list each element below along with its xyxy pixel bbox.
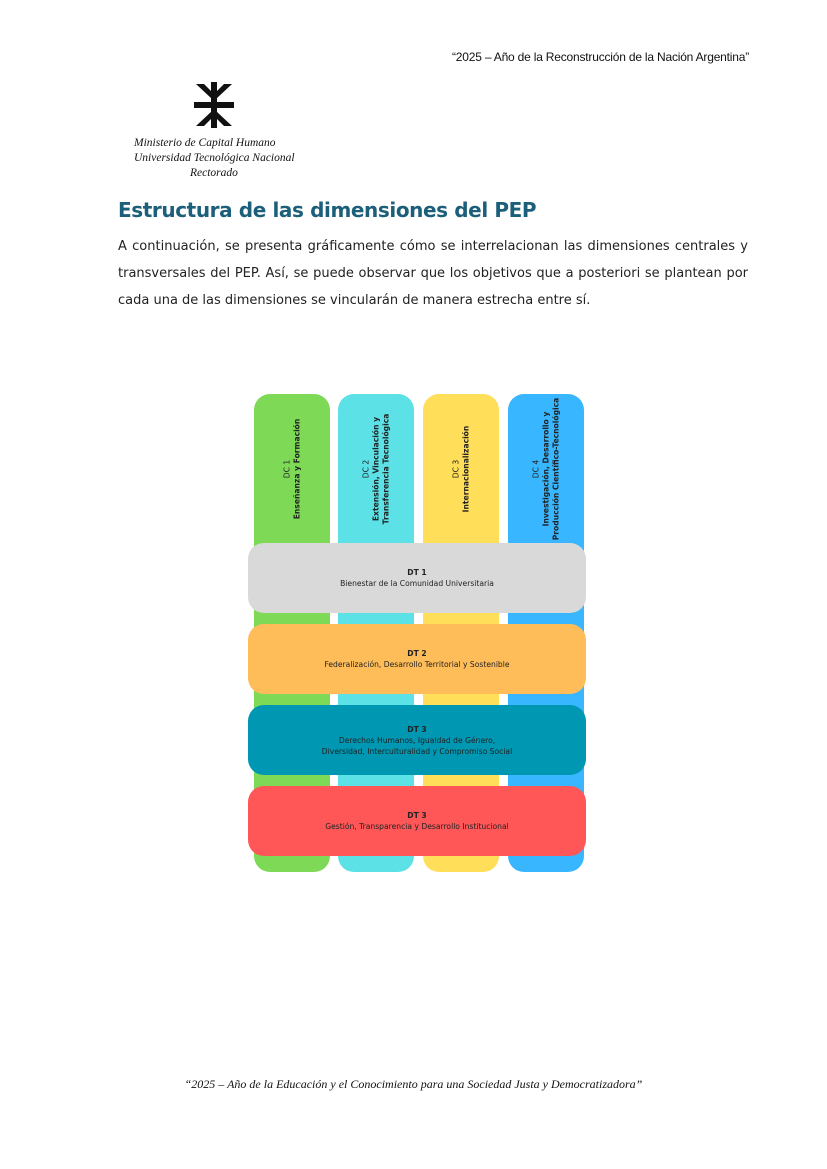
column-title-line2: Producción Científico-Tecnológica	[551, 397, 560, 541]
header-motto: “2025 – Año de la Reconstrucción de la N…	[452, 50, 749, 64]
column-title-line2: Transferencia Tecnológica	[381, 413, 391, 525]
column-code: DC 3	[451, 459, 460, 479]
column-title-line1: Extensión, Vinculación y	[371, 416, 381, 522]
column-title-line1: Enseñanza y Formación	[292, 418, 301, 520]
column-code: DC 4	[531, 459, 540, 479]
band-title-line1: Gestión, Transparencia y Desarrollo Inst…	[325, 822, 509, 831]
column-title-line1: Internacionalización	[461, 425, 470, 513]
band-title-line1: Federalización, Desarrollo Territorial y…	[324, 660, 510, 669]
transversal-band-4: DT 3 Gestión, Transparencia y Desarrollo …	[248, 786, 586, 856]
institution-ministry: Ministerio de Capital Humano	[134, 137, 276, 149]
utn-logo-icon	[194, 82, 234, 128]
institution-office: Rectorado	[190, 167, 238, 179]
institution-university: Universidad Tecnológica Nacional	[134, 152, 295, 164]
column-code: DC 2	[361, 459, 371, 479]
band-title-line2: Diversidad, Interculturalidad y Compromi…	[321, 746, 513, 756]
band-code: DT 1	[407, 568, 427, 577]
column-code: DC 1	[282, 459, 291, 479]
band-title-line1: Derechos Humanos, Igualdad de Género,	[338, 735, 496, 745]
column-title-line1: Investigación, Desarrollo y	[541, 411, 550, 527]
section-title: Estructura de las dimensiones del PEP	[118, 198, 537, 222]
transversal-band-1: DT 1 Bienestar de la Comunidad Universita…	[248, 543, 586, 613]
band-code: DT 2	[407, 649, 427, 658]
footer-motto: “2025 – Año de la Educación y el Conocim…	[184, 1077, 643, 1091]
section-intro: A continuación, se presenta gráficamente…	[118, 239, 748, 308]
band-code: DT 3	[407, 724, 427, 734]
band-code: DT 3	[407, 811, 427, 820]
institution-block: Ministerio de Capital Humano Universidad…	[120, 136, 320, 181]
band-title-line1: Bienestar de la Comunidad Universitaria	[340, 579, 494, 588]
transversal-band-2: DT 2 Federalización, Desarrollo Territori…	[248, 624, 586, 694]
